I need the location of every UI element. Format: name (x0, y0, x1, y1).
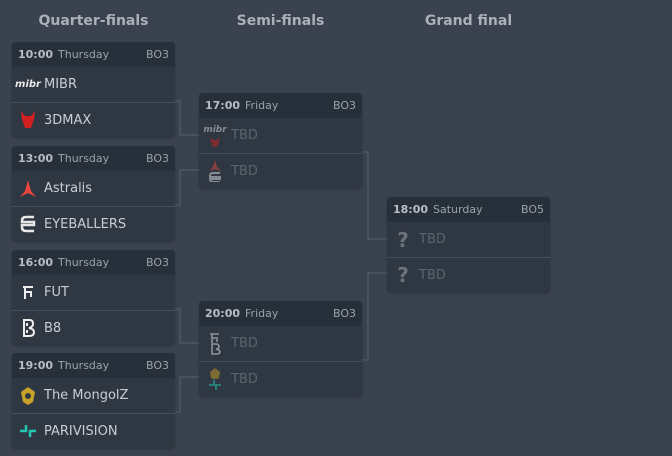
match-card-qf3[interactable]: 16:00 Thursday BO3 FUT B8 (12, 250, 175, 345)
mongolz-parivision-logo-icon (205, 368, 225, 390)
unknown-team-icon: ? (397, 263, 409, 287)
column-title-quarterfinals: Quarter-finals (38, 13, 149, 29)
mongolz-logo-icon (18, 385, 38, 407)
match-time: 19:00 (18, 359, 54, 372)
match-time: 16:00 (18, 256, 54, 269)
team-row[interactable]: ? TBD (387, 257, 550, 292)
team-row[interactable]: mibr TBD (199, 118, 362, 153)
team-name: PARIVISION (44, 423, 118, 439)
team-row[interactable]: 3DMAX (12, 102, 175, 137)
match-format: BO3 (332, 307, 356, 320)
match-time: 18:00 (393, 203, 429, 216)
fut-logo-icon (18, 282, 38, 304)
team-name: TBD (231, 163, 258, 179)
team-name: The MongolZ (44, 388, 129, 403)
3dmax-logo-icon (18, 109, 38, 131)
match-day: Friday (245, 99, 279, 112)
match-format: BO3 (332, 99, 356, 112)
match-day: Thursday (58, 48, 110, 61)
match-time: 13:00 (18, 152, 54, 165)
match-format: BO3 (145, 359, 169, 372)
match-day: Saturday (433, 203, 483, 216)
match-day: Thursday (58, 152, 110, 165)
team-row[interactable]: PARIVISION (12, 413, 175, 448)
team-name: EYEBALLERS (44, 216, 127, 232)
match-card-qf2[interactable]: 13:00 Thursday BO3 Astralis EYEBALLERS (12, 146, 175, 241)
parivision-logo-icon (18, 420, 38, 442)
match-format: BO3 (145, 256, 169, 269)
team-name: TBD (419, 232, 446, 247)
eyeballers-logo-icon (18, 213, 38, 235)
team-row[interactable]: TBD (199, 326, 362, 361)
team-name: FUT (44, 285, 69, 300)
team-row[interactable]: TBD (199, 153, 362, 188)
match-card-qf4[interactable]: 19:00 Thursday BO3 The MongolZ PARIVISION (12, 353, 175, 448)
astralis-eyeballers-logo-icon (205, 160, 225, 182)
match-header: 10:00 Thursday BO3 (12, 42, 175, 67)
team-name: TBD (231, 336, 258, 351)
team-row[interactable]: TBD (199, 361, 362, 396)
match-time: 10:00 (18, 48, 54, 61)
team-name: TBD (419, 267, 446, 283)
team-name: MIBR (44, 77, 78, 92)
match-day: Friday (245, 307, 279, 320)
fut-b8-logo-icon (205, 332, 225, 355)
b8-logo-icon (18, 317, 38, 339)
match-format: BO5 (520, 203, 544, 216)
team-row[interactable]: Astralis (12, 171, 175, 206)
column-title-semifinals: Semi-finals (236, 13, 325, 29)
match-format: BO3 (145, 152, 169, 165)
column-title-final: Grand final (424, 13, 513, 29)
astralis-logo-icon (18, 178, 38, 200)
match-card-final[interactable]: 18:00 Saturday BO5 ? TBD ? TBD (387, 197, 550, 292)
match-day: Thursday (58, 256, 110, 269)
mibr-logo-icon: mibr (15, 79, 41, 90)
match-time: 20:00 (205, 307, 241, 320)
team-name: TBD (231, 128, 258, 143)
mibr-3dmax-logo-icon: mibr (203, 125, 227, 147)
match-day: Thursday (58, 359, 110, 372)
team-name: TBD (231, 371, 258, 387)
team-name: 3DMAX (44, 112, 92, 128)
match-format: BO3 (145, 48, 169, 61)
unknown-team-icon: ? (397, 227, 409, 252)
match-card-sf2[interactable]: 20:00 Friday BO3 TBD TBD (199, 301, 362, 396)
team-row[interactable]: B8 (12, 310, 175, 345)
team-name: Astralis (44, 181, 93, 196)
team-row[interactable]: EYEBALLERS (12, 206, 175, 241)
match-time: 17:00 (205, 99, 241, 112)
team-row[interactable]: FUT (12, 275, 175, 310)
team-name: B8 (44, 320, 62, 336)
team-row[interactable]: ? TBD (387, 222, 550, 257)
team-row[interactable]: The MongolZ (12, 378, 175, 413)
